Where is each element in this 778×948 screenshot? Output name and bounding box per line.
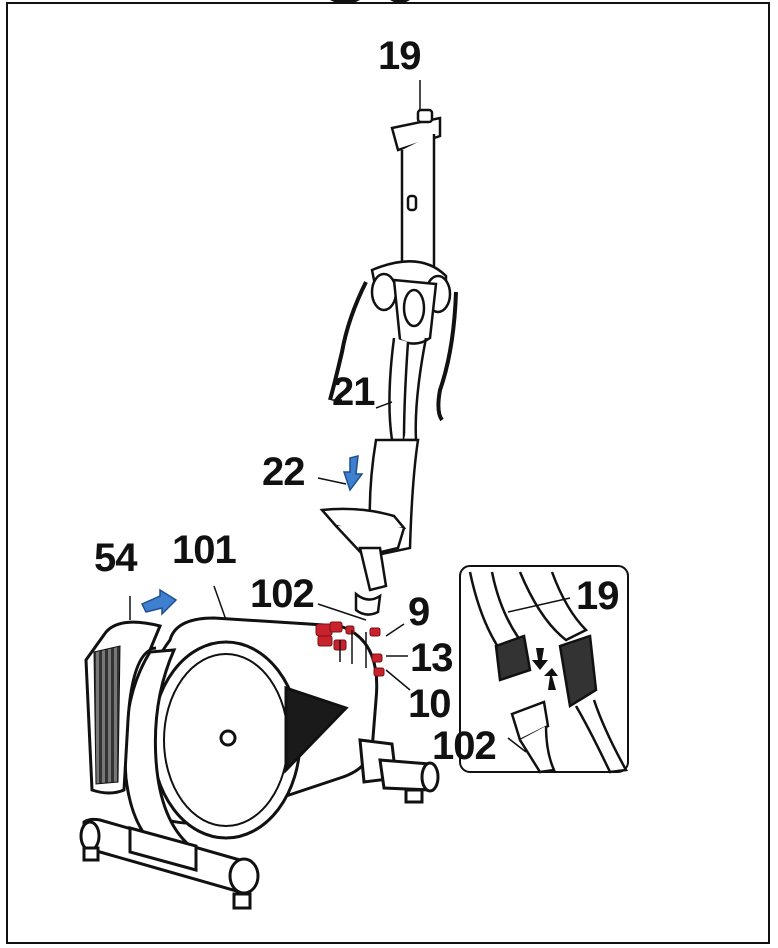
callout-10-bolt: 10	[408, 682, 451, 726]
hardware-bolts	[315, 621, 385, 677]
inset-detail	[459, 565, 629, 774]
callout-22-shroud: 22	[262, 450, 305, 494]
handlebar-cables	[328, 281, 458, 422]
callout-13-washer: 13	[410, 636, 453, 680]
callout-101-main-frame: 101	[172, 528, 237, 572]
title-fragment	[330, 0, 410, 4]
callout-102-cable: 102	[250, 572, 315, 616]
callout-19-inset-cable: 19	[576, 574, 619, 618]
arrow-shroud-icon	[342, 455, 364, 492]
leader-lines	[129, 80, 421, 691]
callout-21-upright-post: 21	[332, 370, 375, 414]
upright-post	[319, 108, 452, 616]
callout-54-side-cover: 54	[94, 536, 137, 580]
blue-arrows	[140, 455, 364, 616]
main-frame	[79, 616, 440, 910]
callout-102-inset-cable: 102	[432, 724, 497, 768]
side-cover	[84, 620, 163, 795]
callout-9-bolt: 9	[408, 590, 430, 634]
callout-19-handlebar-bolt: 19	[378, 34, 421, 78]
arrow-cover-icon	[140, 588, 178, 616]
